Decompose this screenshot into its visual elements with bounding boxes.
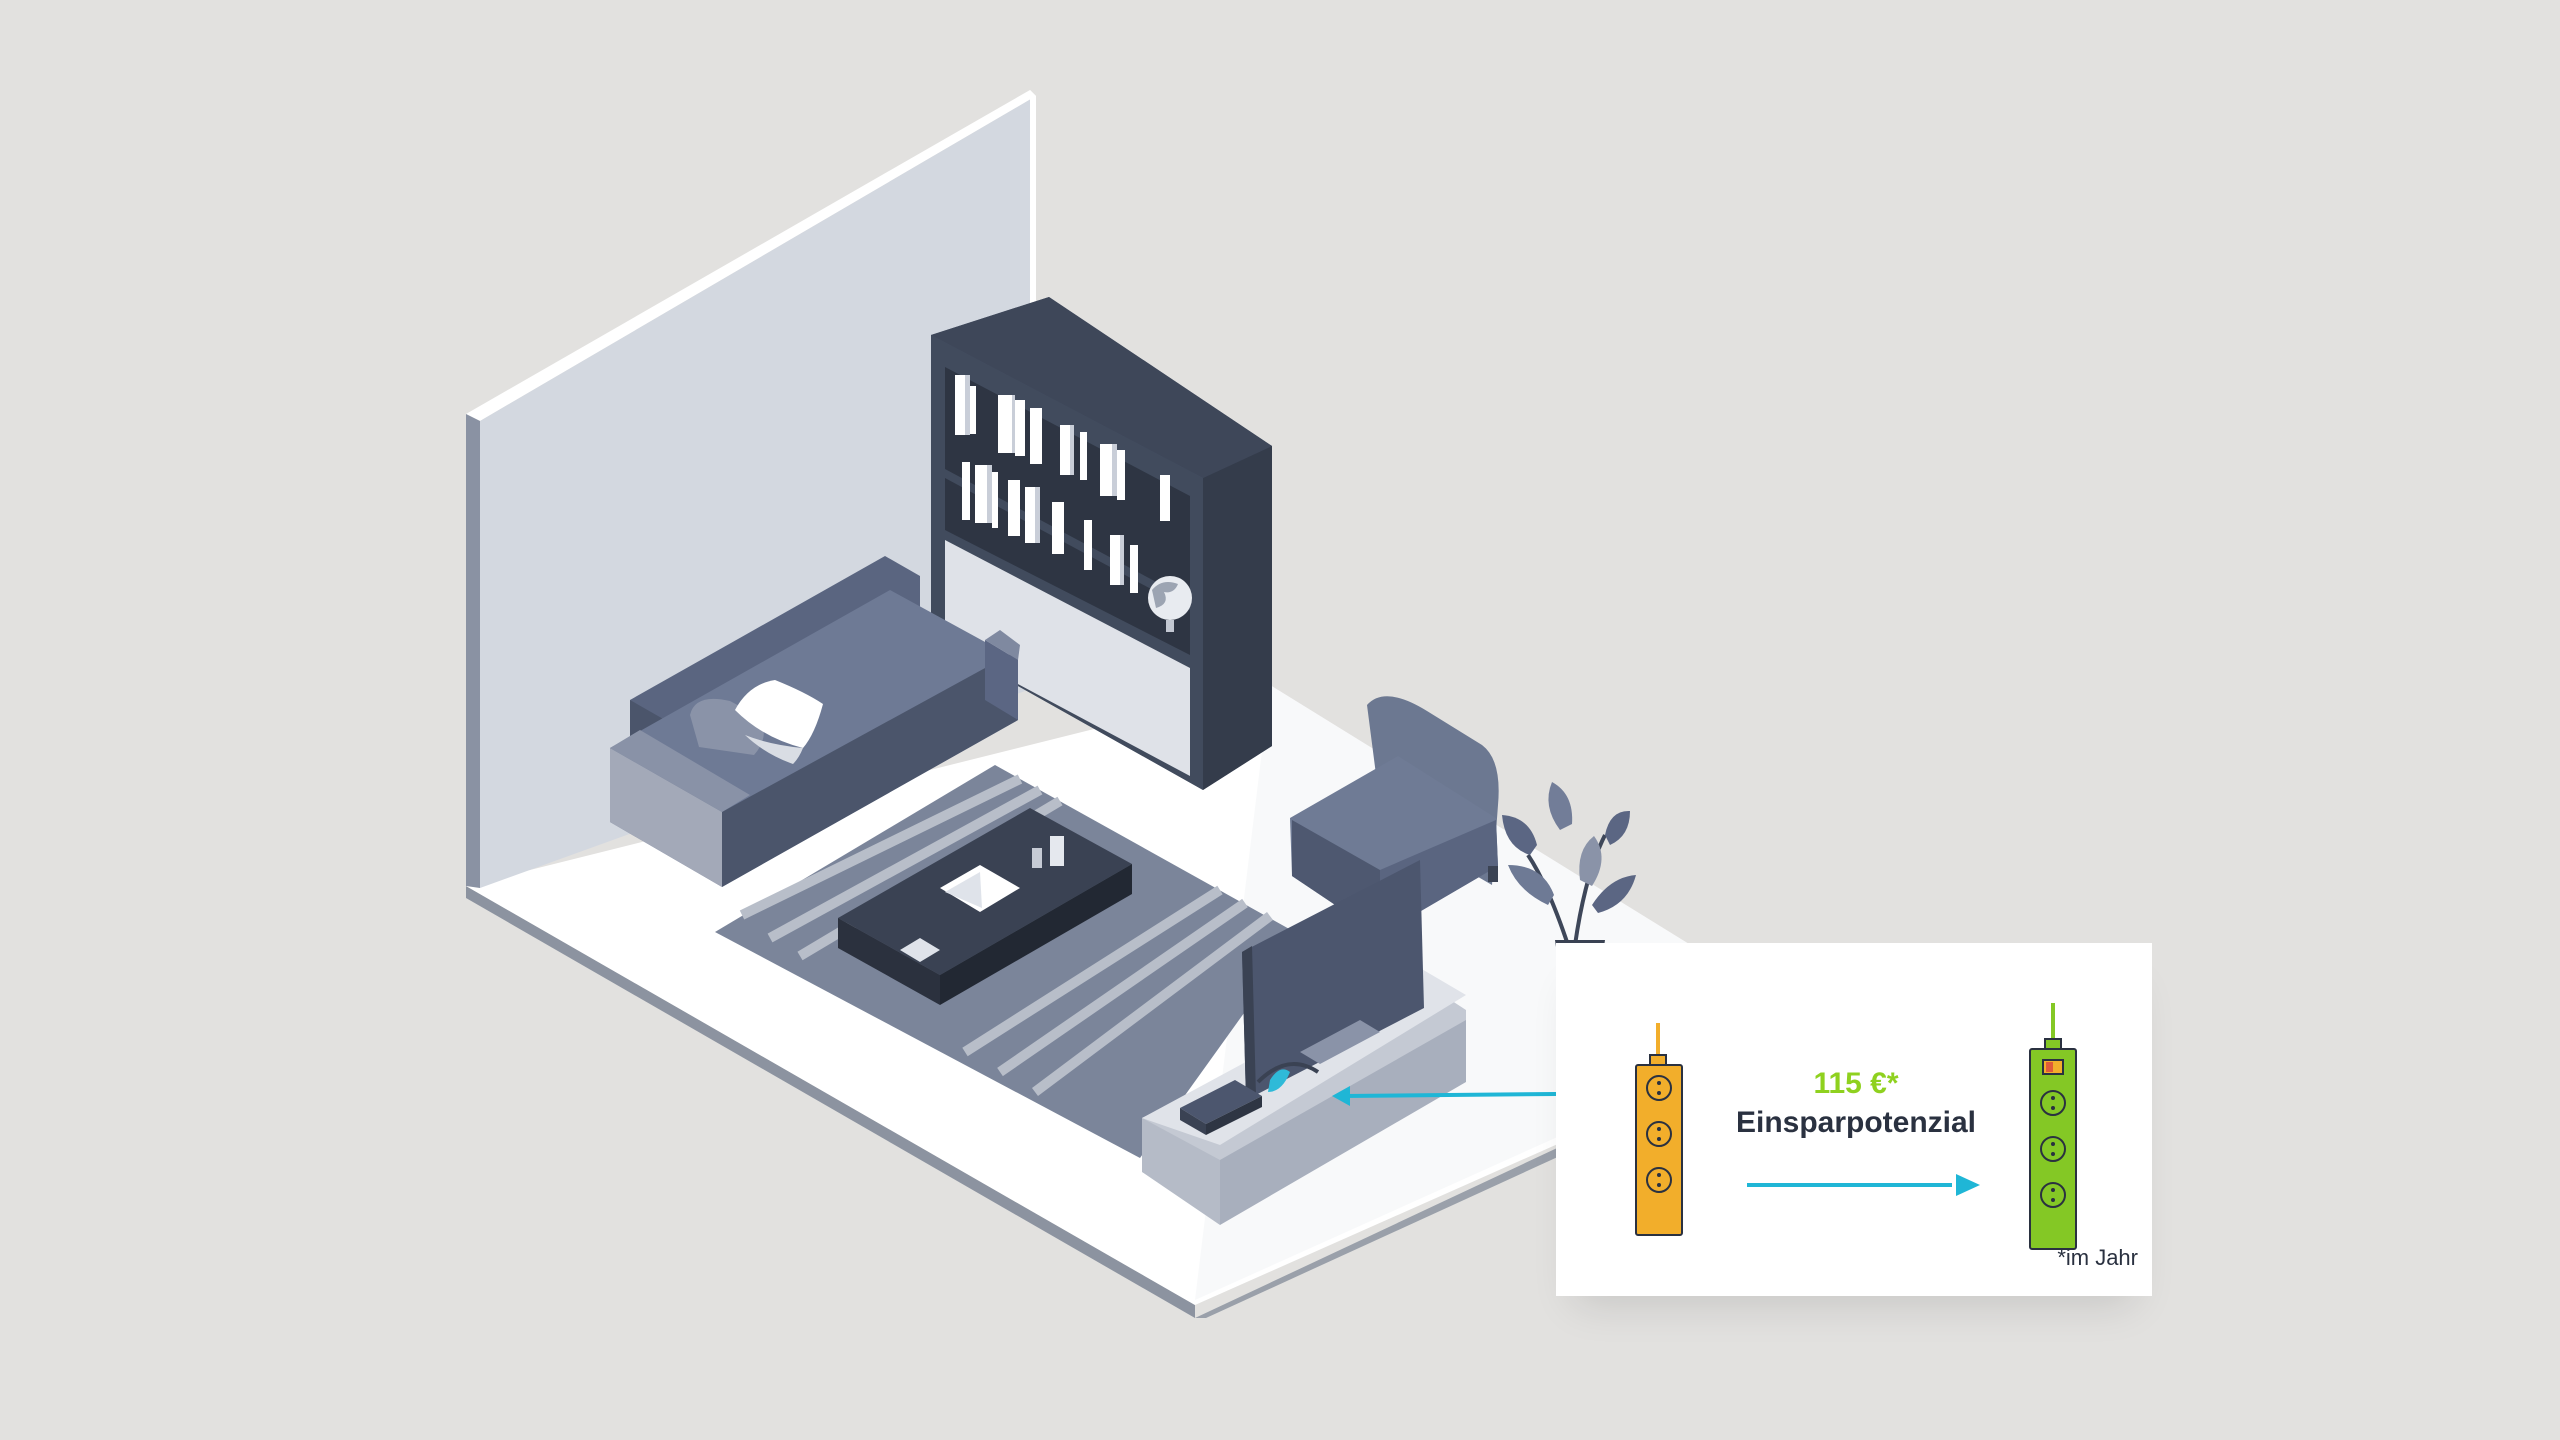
sofa: [610, 556, 1020, 887]
coffee-table: [838, 808, 1132, 1005]
power-strip-icon: [1635, 1023, 1683, 1236]
savings-label: Einsparpotenzial: [1735, 1106, 1977, 1139]
footnote: *im Jahr: [2057, 1245, 2138, 1270]
tv-sideboard: [1142, 860, 1466, 1225]
arrow-right-icon: [1747, 1174, 1980, 1196]
savings-card: 115 €* Einsparpotenzial *im Jahr: [1556, 943, 2152, 1296]
armchair: [1290, 696, 1499, 944]
savings-amount: 115 €*: [1813, 1067, 1899, 1100]
connector-arrow: [1332, 1086, 1557, 1106]
power-strip-comparison: [1635, 1003, 2077, 1250]
switchable-power-strip-icon: [2029, 1003, 2077, 1250]
